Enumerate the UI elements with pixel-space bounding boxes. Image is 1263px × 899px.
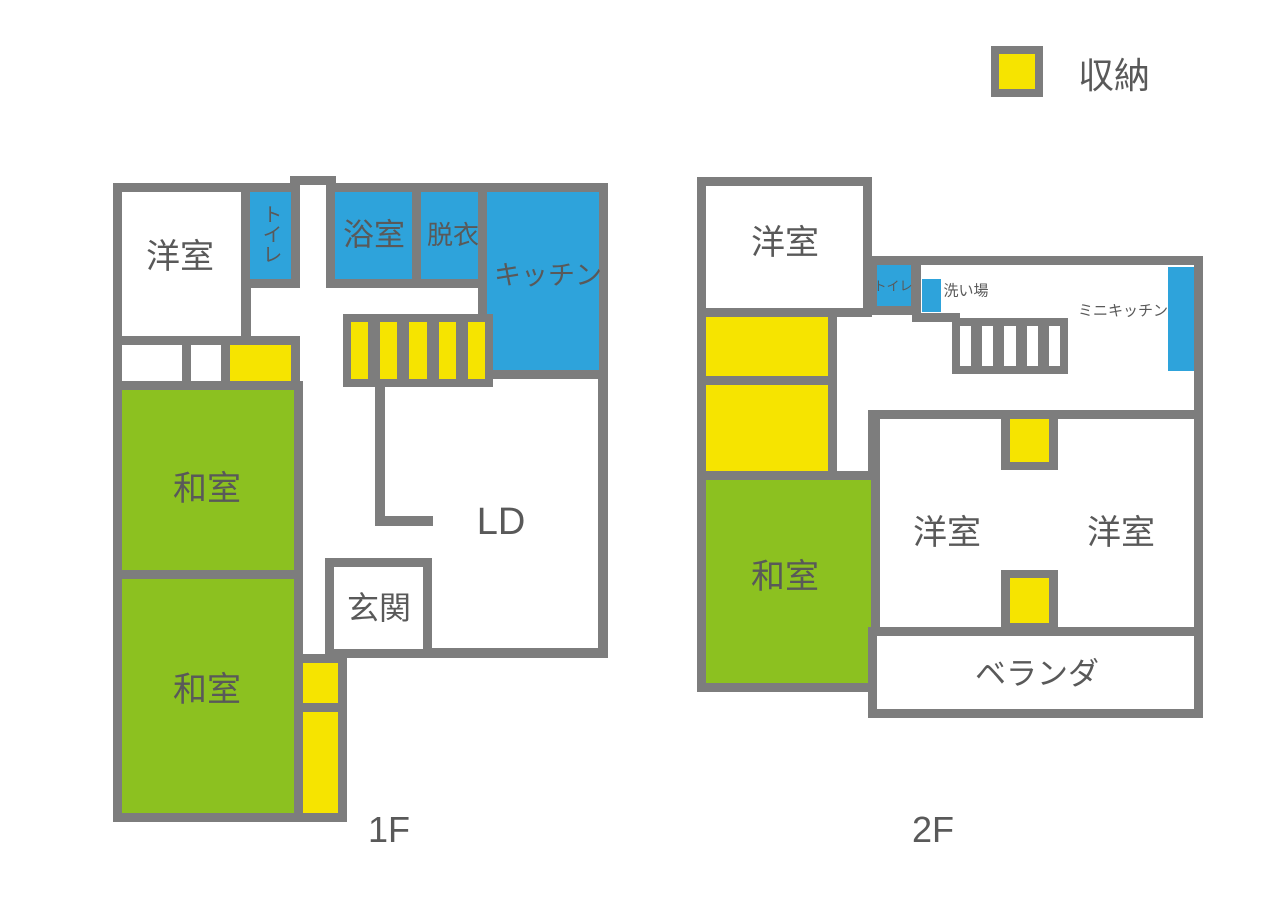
f2-yoshitsu-right-label: 洋室 <box>1087 514 1155 552</box>
stair-tread <box>455 322 468 379</box>
f2-washitsu-label: 和室 <box>751 558 819 596</box>
f1-washitsu1-label: 和室 <box>173 470 241 508</box>
wall <box>868 256 1203 265</box>
wall <box>868 410 880 480</box>
f1-washitsu2-label: 和室 <box>173 671 241 709</box>
f1-datsui-label: 脱衣 <box>426 220 480 250</box>
f1-ld-label: LD <box>476 501 526 543</box>
f2-veranda-room <box>868 627 1203 718</box>
wall <box>375 516 433 526</box>
stair-tread <box>1015 326 1027 366</box>
f1-floor-label: 1F <box>367 809 411 850</box>
f1-bath-label: 浴室 <box>343 217 405 253</box>
f1-toilet-label: トイレ <box>259 204 281 264</box>
f2-storage-divider-bottom <box>1010 578 1049 623</box>
f2-minikitchen-label: ミニキッチン <box>1077 302 1169 320</box>
stair-tread <box>368 322 381 379</box>
legend-storage-label: 収納 <box>1077 55 1151 96</box>
f2-veranda-label: ベランダ <box>975 656 1099 692</box>
wall <box>375 387 385 526</box>
f2-storage-divider-top <box>1010 419 1049 462</box>
f1-yoshitsu-label: 洋室 <box>146 238 214 276</box>
wall <box>912 313 960 322</box>
f1-yoshitsu-room <box>113 183 250 345</box>
wall <box>1194 256 1203 718</box>
f1-toilet-room <box>241 183 300 288</box>
stair-tread <box>993 326 1005 366</box>
f2-minikitchen-counter <box>1168 267 1194 371</box>
f1-genkan-room <box>325 558 432 658</box>
f2-yoshitsu-left-label: 洋室 <box>913 514 981 552</box>
legend-storage-swatch <box>991 46 1043 97</box>
wall <box>290 176 336 185</box>
stair-tread <box>971 326 983 366</box>
f2-yoshitsu-top-label: 洋室 <box>751 224 819 262</box>
f2-storage-a <box>697 308 837 385</box>
f1-storage-tall <box>294 703 347 822</box>
f2-araiba-label: 洗い場 <box>943 282 989 300</box>
wall <box>423 648 608 658</box>
f2-storage-b <box>697 376 837 480</box>
f2-araiba-sink <box>922 279 941 312</box>
f2-toilet-label: トイレ <box>873 278 913 294</box>
f1-datsui-room <box>412 183 487 288</box>
f1-kitchen-label: キッチン <box>494 260 602 291</box>
f1-kitchen-room <box>478 183 608 379</box>
wall <box>241 279 251 345</box>
stair-tread <box>1037 326 1049 366</box>
stair-tread <box>426 322 439 379</box>
stair-tread <box>397 322 410 379</box>
wall <box>912 256 921 322</box>
f1-staircase <box>343 314 493 387</box>
f2-staircase <box>952 318 1068 374</box>
wall <box>598 370 608 658</box>
f1-genkan-label: 玄関 <box>346 590 412 626</box>
f2-floor-label: 2F <box>911 809 955 850</box>
f2-washitsu-room <box>697 471 880 692</box>
